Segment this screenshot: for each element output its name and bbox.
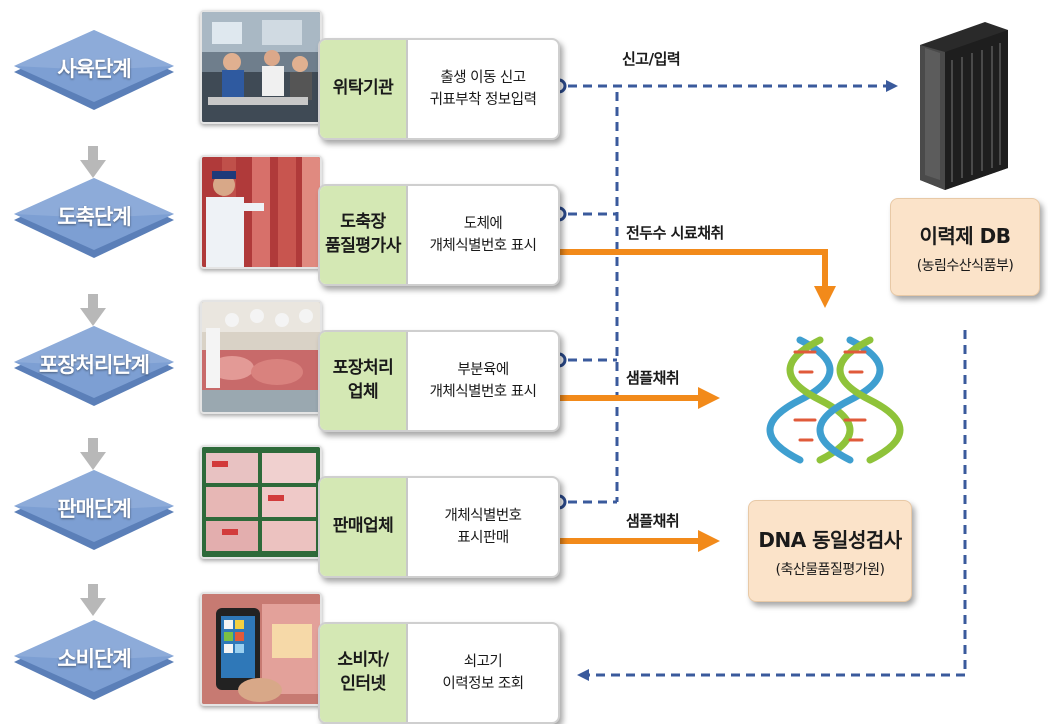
slaughterhouse-inspector-photo	[200, 155, 322, 269]
entity-action: 출생 이동 신고 귀표부착 정보입력	[429, 69, 537, 108]
smartphone-lookup-photo	[200, 592, 322, 706]
report-dashed-lines	[568, 80, 967, 681]
server-rack-icon	[920, 22, 1008, 190]
down-arrow-icon	[80, 294, 106, 326]
stage-label: 도축단계	[57, 205, 131, 229]
traceability-db-box: 이력제 DB (농림수산식품부)	[890, 198, 1040, 296]
down-arrow-icon	[80, 146, 106, 178]
stage-consumption: 소비단계	[10, 620, 178, 704]
stage-slaughter: 도축단계	[10, 178, 178, 262]
entity-name: 판매업체	[320, 478, 408, 576]
retail-meat-display-photo	[200, 445, 322, 559]
down-arrow-icon	[80, 584, 106, 616]
entity-name: 위탁기관	[320, 40, 408, 138]
stage-label: 포장처리단계	[39, 353, 150, 377]
dna-helix-icon	[766, 336, 904, 464]
entity-name: 포장처리 업체	[320, 332, 408, 430]
farm-office-photo	[200, 10, 322, 124]
db-title: 이력제 DB	[919, 223, 1011, 248]
sampling-arrows	[556, 249, 836, 552]
dna-subtitle: (축산물품질평가원)	[775, 561, 885, 578]
stage-raising: 사육단계	[10, 30, 178, 114]
dna-test-box: DNA 동일성검사 (축산물품질평가원)	[748, 500, 912, 602]
entity-card-slaughterhouse: 도축장 품질평가사 도체에 개체식별번호 표시	[318, 184, 560, 286]
stage-label: 소비단계	[57, 647, 131, 671]
stage-label: 사육단계	[57, 57, 131, 81]
entity-name: 도축장 품질평가사	[320, 186, 408, 284]
connector-dots	[551, 78, 567, 510]
entity-name: 소비자/ 인터넷	[320, 624, 408, 722]
stage-label: 판매단계	[57, 497, 131, 521]
meat-packing-photo	[200, 300, 322, 414]
entity-action: 도체에 개체식별번호 표시	[429, 215, 537, 254]
stage-sales: 판매단계	[10, 470, 178, 554]
db-subtitle: (농림수산식품부)	[916, 257, 1014, 274]
flow-label-report-input: 신고/입력	[622, 50, 681, 68]
down-arrow-icon	[80, 438, 106, 470]
entity-card-retailer: 판매업체 개체식별번호 표시판매	[318, 476, 560, 578]
dna-title: DNA 동일성검사	[758, 527, 902, 552]
flow-label-sampling: 샘플채취	[626, 369, 680, 387]
entity-action: 부분육에 개체식별번호 표시	[429, 361, 537, 400]
flow-label-whole-head-sampling: 전두수 시료채취	[626, 224, 724, 242]
entity-action: 개체식별번호 표시판매	[444, 507, 522, 546]
entity-card-consignment-agency: 위탁기관 출생 이동 신고 귀표부착 정보입력	[318, 38, 560, 140]
stage-packaging: 포장처리단계	[10, 326, 178, 410]
entity-card-packaging-company: 포장처리 업체 부분육에 개체식별번호 표시	[318, 330, 560, 432]
entity-action: 쇠고기 이력정보 조회	[442, 653, 524, 692]
flow-label-sampling: 샘플채취	[626, 512, 680, 530]
entity-card-consumer-internet: 소비자/ 인터넷 쇠고기 이력정보 조회	[318, 622, 560, 724]
